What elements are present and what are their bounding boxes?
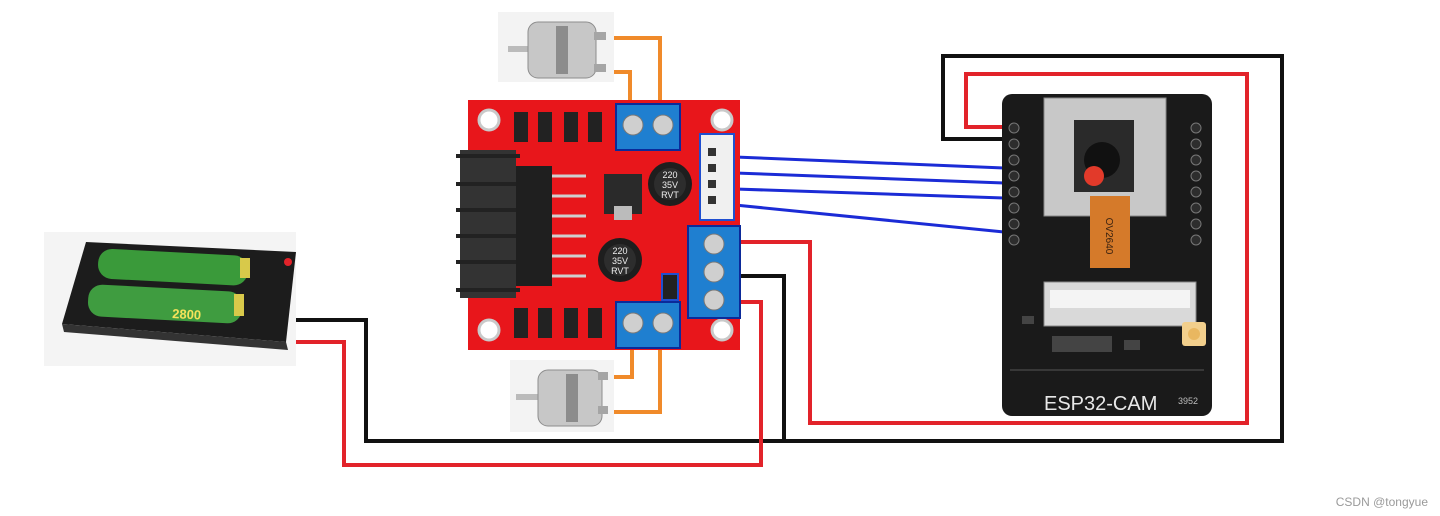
module-title: ESP32-CAM bbox=[1044, 393, 1157, 415]
battery-holder-icon: 2800 bbox=[44, 232, 296, 366]
capacitor-bottom-label-3: RVT bbox=[611, 266, 629, 276]
camera-ribbon-label: OV2640 bbox=[1103, 218, 1114, 255]
motor-bottom-wire-1 bbox=[606, 338, 634, 379]
motor-a-terminal bbox=[615, 103, 681, 151]
capacitor-bottom-label-1: 220 bbox=[612, 246, 627, 256]
driver-5v-wire bbox=[736, 72, 1249, 425]
capacitor-top-label-3: RVT bbox=[661, 190, 679, 200]
battery-ground-wire bbox=[296, 274, 786, 443]
dc-motor-icon bbox=[498, 12, 614, 82]
capacitor-bottom-label-2: 35V bbox=[612, 256, 628, 266]
esp32-cam-icon: OV2640 ESP32-CAM 3952 bbox=[1002, 94, 1212, 416]
signal-wires bbox=[734, 155, 1005, 234]
motor-top-wire-1 bbox=[604, 36, 662, 112]
module-code: 3952 bbox=[1178, 396, 1198, 406]
watermark: CSDN @tongyue bbox=[1336, 495, 1429, 509]
signal-wire-in4 bbox=[734, 203, 1005, 234]
l298n-driver-icon: 220 35V RVT 220 35V RVT bbox=[456, 100, 741, 350]
power-terminal bbox=[687, 225, 741, 319]
driver-esp-ground-wire bbox=[784, 54, 1284, 443]
dc-motor-icon bbox=[510, 360, 614, 432]
motor-b-terminal bbox=[615, 301, 681, 349]
capacitor-top-label-1: 220 bbox=[662, 170, 677, 180]
battery-positive-wire bbox=[292, 300, 763, 467]
battery-label: 2800 bbox=[172, 306, 202, 322]
signal-wire-in2 bbox=[734, 171, 1005, 185]
motor-bottom-wire-2 bbox=[606, 338, 662, 414]
signal-wire-in3 bbox=[734, 187, 1005, 200]
signal-wire-in1 bbox=[734, 155, 1005, 170]
capacitor-top-label-2: 35V bbox=[662, 180, 678, 190]
